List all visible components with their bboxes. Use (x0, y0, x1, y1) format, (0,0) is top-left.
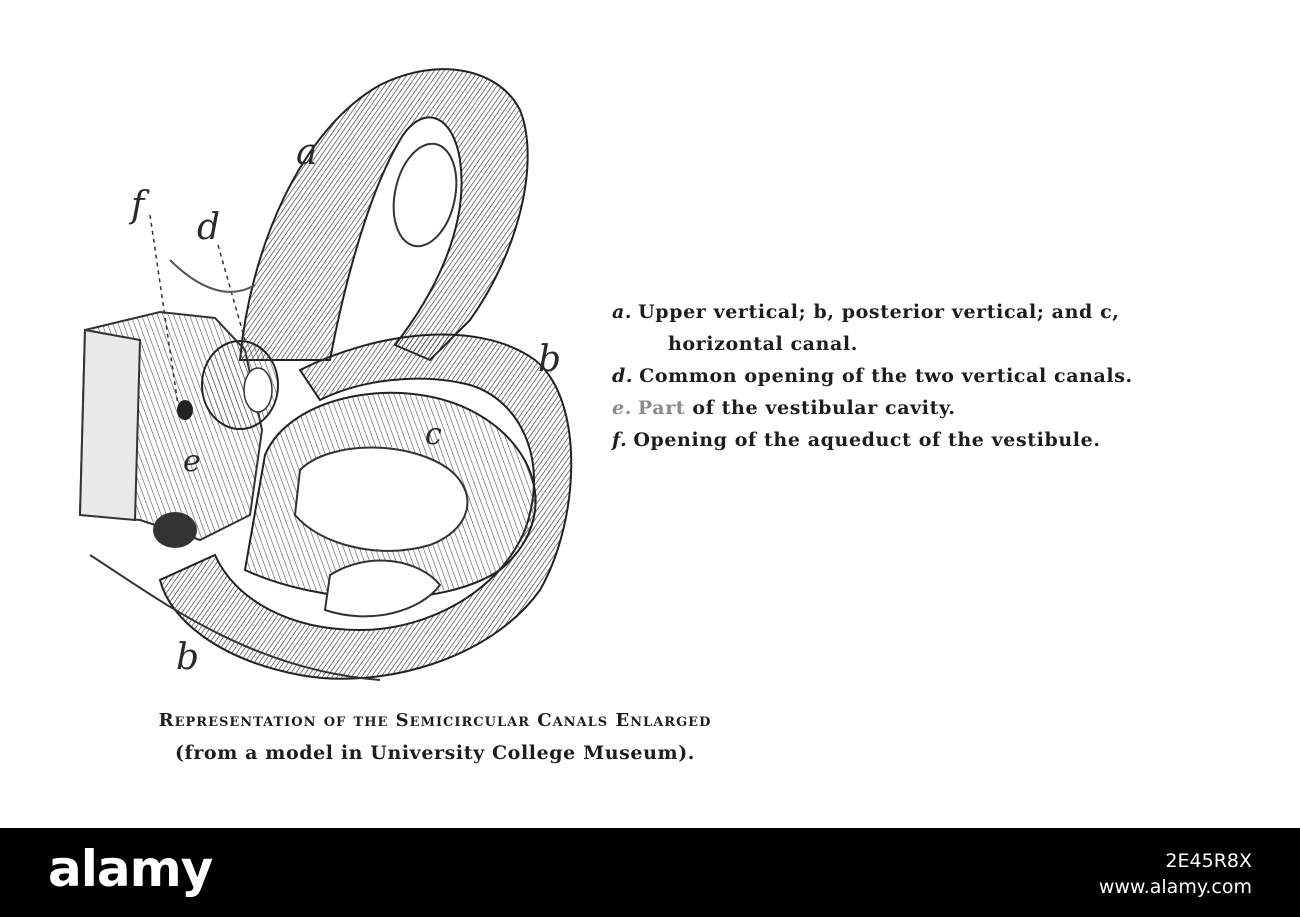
legend-item-f: f.Opening of the aqueduct of the vestibu… (612, 424, 1272, 456)
legend-continuation-text: horizontal canal. (668, 333, 858, 355)
image-id-code: 2E45R8X (1165, 850, 1252, 872)
label-b-right: b (538, 339, 562, 380)
legend-item-d: d.Common opening of the two vertical can… (612, 360, 1272, 392)
engraving-figure: a b b c d e f a.Upper vertical; b, poste… (40, 68, 1272, 769)
legend-item-a-continuation: horizontal canal. (612, 328, 1272, 360)
figure-caption: Representation of the Semicircular Canal… (40, 705, 830, 769)
legend-text: Upper vertical; b, posterior vertical; a… (638, 301, 1120, 323)
legend-key: d. (612, 365, 634, 387)
label-b-bottom: b (176, 637, 200, 678)
label-a: a (296, 132, 318, 173)
site-url: www.alamy.com (1098, 876, 1252, 898)
legend-key: a. (612, 301, 633, 323)
legend-text: Opening of the aqueduct of the vestibule… (633, 429, 1101, 451)
label-c: c (425, 417, 442, 452)
caption-title: Representation of the Semicircular Canal… (158, 710, 712, 731)
legend-text: of the vestibular cavity. (692, 397, 956, 419)
label-e: e (183, 444, 201, 479)
legend-item-e: e.Part of the vestibular cavity. (612, 392, 1272, 424)
legend-key: f. (612, 429, 628, 451)
alamy-logo: alamy (48, 840, 213, 898)
legend-key: e. (612, 397, 632, 419)
semicircular-canals-engraving (78, 68, 573, 681)
image-id: 2E45R8X www.alamy.com (1099, 848, 1252, 900)
label-d: d (197, 207, 221, 248)
legend-text: Common opening of the two vertical canal… (639, 365, 1133, 387)
legend-item-a: a.Upper vertical; b, posterior vertical;… (612, 296, 1272, 328)
legend: a.Upper vertical; b, posterior vertical;… (612, 296, 1272, 456)
legend-faded-word: Part (637, 397, 686, 419)
watermark-footer: alamy 2E45R8X www.alamy.com (0, 828, 1300, 917)
caption-subtitle: (from a model in University College Muse… (174, 742, 696, 764)
label-f: f (131, 185, 145, 226)
